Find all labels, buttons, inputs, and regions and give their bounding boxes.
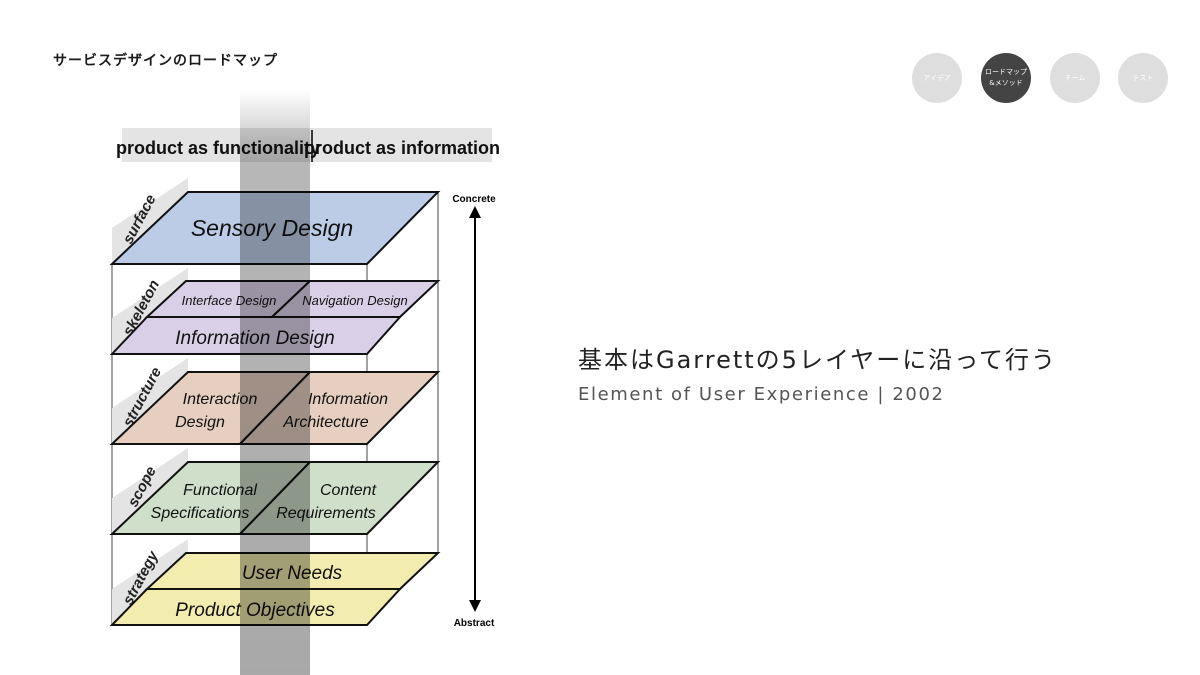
plane-label-specifications: Specifications <box>151 505 250 522</box>
axis-label-concrete: Concrete <box>452 194 496 205</box>
plane-label-functional: Functional <box>183 482 257 499</box>
nav-item-test[interactable]: テスト <box>1118 53 1168 103</box>
functionality-information-band <box>240 90 310 675</box>
plane-label-navigation-design: Navigation Design <box>302 293 408 308</box>
header-information: product as information <box>304 138 500 158</box>
nav-item-roadmap-method[interactable]: ロードマップ &メソッド <box>981 53 1031 103</box>
plane-label-content: Content <box>320 482 377 499</box>
plane-label-interaction: Interaction <box>183 391 258 408</box>
page-title: サービスデザインのロードマップ <box>53 53 278 69</box>
plane-label-information: Information <box>308 391 388 408</box>
nav-item-idea[interactable]: アイデア <box>912 53 962 103</box>
section-nav: アイデア ロードマップ &メソッド チーム テスト <box>0 0 1200 120</box>
nav-item-team[interactable]: チーム <box>1050 53 1100 103</box>
axis-label-abstract: Abstract <box>454 618 495 629</box>
headline: 基本はGarrettの5レイヤーに沿って行う <box>578 346 1058 374</box>
plane-label-interaction-design: Design <box>175 414 225 431</box>
subtitle: Element of User Experience | 2002 <box>578 384 945 405</box>
